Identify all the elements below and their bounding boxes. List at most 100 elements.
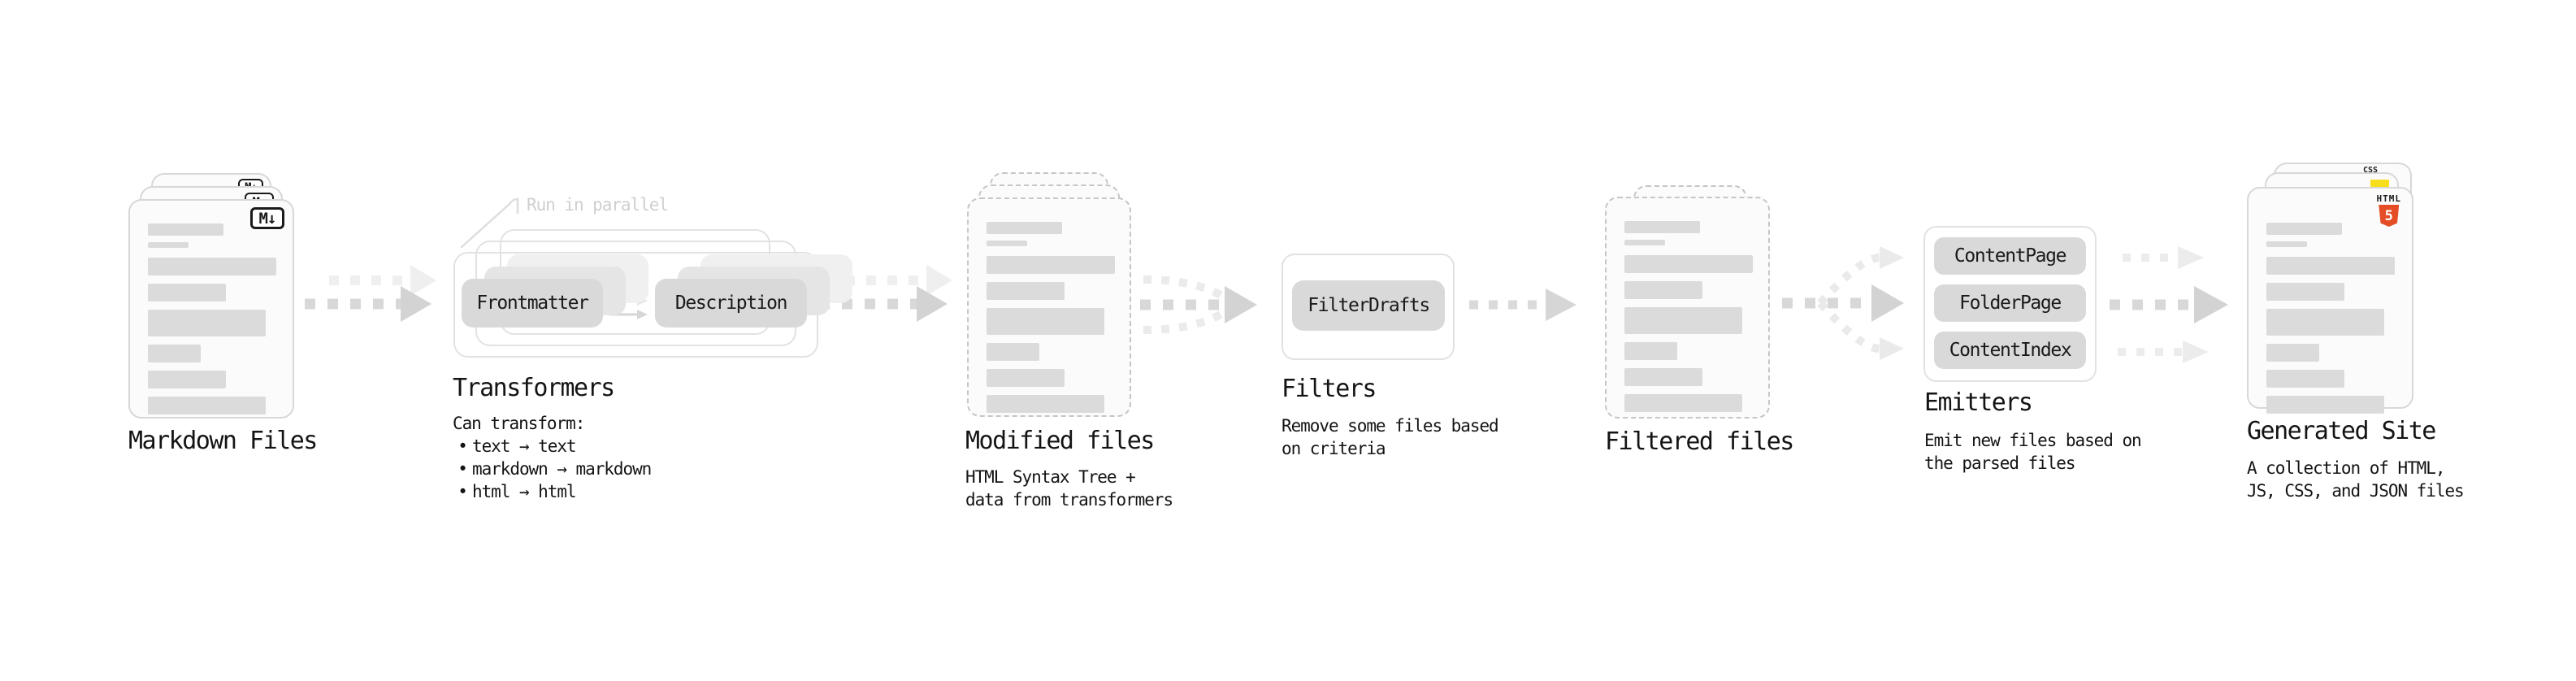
arrow-transformers-to-modified — [819, 265, 952, 322]
emitter-pill-contentpage: ContentPage — [1934, 237, 2086, 275]
text-line-placeholder — [987, 369, 1065, 387]
caption-line: data from transformers — [965, 490, 1173, 510]
stage-caption: HTML Syntax Tree + data from transformer… — [965, 466, 1173, 511]
caption-line: the parsed files — [1924, 453, 2076, 473]
filters-label: Filters Remove some files based on crite… — [1281, 375, 1499, 460]
transformers-label: Transformers Can transform: • text → tex… — [453, 374, 652, 503]
text-line-placeholder — [987, 343, 1039, 361]
document-text-placeholder — [130, 201, 293, 414]
css-icon-label: CSS — [2362, 166, 2379, 175]
text-line-placeholder — [148, 284, 226, 301]
stage-title: Filters — [1281, 375, 1377, 403]
document-card-dashed — [1605, 197, 1770, 419]
stage-title: Modified files — [965, 427, 1155, 455]
text-line-placeholder — [1624, 221, 1700, 233]
generated-site-label: Generated Site A collection of HTML, JS,… — [2247, 417, 2465, 502]
filters-group: FilterDrafts — [1281, 254, 1455, 360]
bullet-text: markdown → markdown — [472, 459, 652, 479]
document-text-placeholder — [2249, 189, 2412, 414]
stage-title: Emitters — [1924, 388, 2033, 417]
bullet-dot: • — [458, 482, 468, 501]
document-card: M↓ — [128, 199, 294, 419]
emitters-container — [1923, 226, 2097, 382]
text-line-placeholder — [987, 395, 1104, 413]
text-line-placeholder — [2266, 309, 2384, 336]
text-line-placeholder — [148, 258, 276, 275]
caption-line: A collection of HTML, — [2247, 458, 2446, 478]
transformer-pill-description: Description — [655, 279, 807, 327]
stage-title: Transformers — [453, 374, 615, 402]
modified-files-stack — [967, 172, 1131, 417]
text-line-placeholder — [987, 282, 1065, 300]
stage-title: Filtered files — [1605, 427, 1794, 456]
bullet-item: • html → html — [453, 480, 651, 503]
bullet-text: html → html — [472, 482, 577, 501]
text-line-placeholder — [1624, 342, 1677, 360]
stage-title: Markdown Files — [128, 427, 318, 455]
markdown-files-label: Markdown Files — [128, 427, 318, 455]
filtered-files-label: Filtered files — [1605, 427, 1794, 456]
caption-line: Emit new files based on — [1924, 431, 2142, 450]
run-in-parallel-annotation: Run in parallel — [527, 195, 669, 215]
document-card-dashed — [967, 197, 1131, 417]
text-line-placeholder — [2266, 257, 2395, 275]
bullet-item: • text → text — [453, 435, 651, 458]
text-line-placeholder — [2266, 370, 2344, 388]
text-line-placeholder — [1624, 255, 1753, 273]
emitters-label: Emitters Emit new files based on the par… — [1924, 388, 2142, 475]
document-text-placeholder — [969, 199, 1130, 413]
text-line-placeholder — [987, 241, 1027, 246]
transformers-group: Frontmatter Description — [453, 229, 852, 358]
text-line-placeholder — [148, 242, 189, 248]
arrow-markdown-to-transformers — [305, 265, 436, 322]
text-line-placeholder — [2266, 344, 2319, 362]
text-line-placeholder — [987, 256, 1115, 274]
html5-icon: HTML 5 — [2377, 194, 2402, 227]
text-line-placeholder — [1624, 240, 1665, 245]
text-line-placeholder — [987, 222, 1062, 234]
markdown-icon: M↓ — [250, 207, 284, 229]
modified-files-label: Modified files HTML Syntax Tree + data f… — [965, 427, 1173, 511]
text-line-placeholder — [148, 223, 223, 236]
caption-line: on criteria — [1281, 439, 1386, 458]
arrow-filtered-to-emitters-fanout — [1782, 246, 1904, 360]
bullet-item: • markdown → markdown — [453, 458, 652, 480]
arrow-modified-to-filters-merge — [1140, 275, 1257, 334]
filter-pill-filterdrafts: FilterDrafts — [1292, 280, 1445, 331]
emitter-pill-contentindex: ContentIndex — [1934, 332, 2086, 369]
stage-caption: Emit new files based on the parsed files — [1924, 429, 2142, 475]
caption-line: HTML Syntax Tree + — [965, 467, 1136, 487]
html5-icon-shield: 5 — [2379, 205, 2400, 227]
filtered-files-stack — [1605, 185, 1770, 419]
text-line-placeholder — [987, 308, 1104, 335]
emitters-group: ContentPage FolderPage ContentIndex — [1923, 226, 2097, 382]
text-line-placeholder — [148, 345, 201, 362]
text-line-placeholder — [1624, 307, 1742, 334]
arrow-emitters-to-generated — [2110, 246, 2228, 363]
arrow-filters-to-filtered — [1469, 288, 1576, 321]
transformer-pill-frontmatter: Frontmatter — [462, 279, 603, 327]
stage-caption: Can transform: • text → text • markdown … — [453, 412, 652, 503]
generated-site-stack: CSS HTML 5 — [2247, 163, 2413, 414]
caption-line: Remove some files based — [1281, 416, 1499, 436]
emitter-pill-folderpage: FolderPage — [1934, 284, 2086, 322]
bullet-dot: • — [458, 436, 468, 456]
caption-line: JS, CSS, and JSON files — [2247, 481, 2465, 501]
text-line-placeholder — [2266, 241, 2307, 247]
text-line-placeholder — [148, 371, 226, 388]
text-line-placeholder — [2266, 396, 2384, 414]
markdown-files-stack: M↓ M↓ M↓ — [128, 173, 294, 419]
text-line-placeholder — [1624, 368, 1702, 386]
stage-caption: Remove some files based on criteria — [1281, 414, 1499, 460]
text-line-placeholder — [1624, 394, 1742, 412]
stage-title: Generated Site — [2247, 417, 2436, 445]
annotation-connector-line — [460, 197, 519, 249]
bullet-text: text → text — [472, 436, 577, 456]
filters-container — [1281, 254, 1455, 360]
document-text-placeholder — [1607, 198, 1768, 412]
text-line-placeholder — [2266, 283, 2344, 301]
text-line-placeholder — [2266, 223, 2342, 235]
bullet-dot: • — [458, 459, 468, 479]
stage-caption: A collection of HTML, JS, CSS, and JSON … — [2247, 457, 2465, 502]
